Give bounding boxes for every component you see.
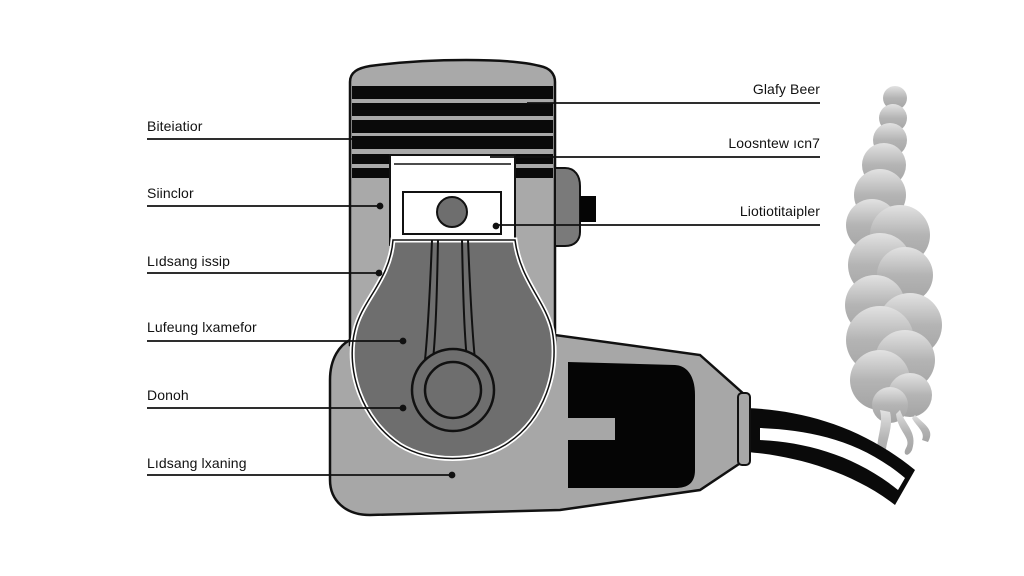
spark-plug xyxy=(554,167,596,247)
crankshaft xyxy=(410,347,496,433)
cooling-fins xyxy=(352,86,553,178)
label-left-5: Donoh xyxy=(147,387,189,403)
piston xyxy=(402,191,502,235)
label-right-1: Glafy Beer xyxy=(752,81,820,97)
exhaust-collar xyxy=(737,392,751,466)
label-left-1: Biteiatior xyxy=(147,118,203,134)
label-right-3: Liotiotitaipler xyxy=(739,203,820,219)
smoke-plume xyxy=(845,86,942,468)
label-left-3: Lıdsang issip xyxy=(147,253,231,269)
label-left-4: Lufeung lxamefor xyxy=(147,319,257,335)
leader-lines-left xyxy=(147,138,456,479)
label-right-2: Loosntew ıcn7 xyxy=(728,135,820,151)
leader-lines-right xyxy=(490,102,820,230)
exhaust-pipe xyxy=(746,408,915,505)
label-left-6: Lıdsang lxaning xyxy=(147,455,247,471)
label-left-2: Siinclor xyxy=(147,185,194,201)
exhaust-port-block xyxy=(568,362,695,488)
